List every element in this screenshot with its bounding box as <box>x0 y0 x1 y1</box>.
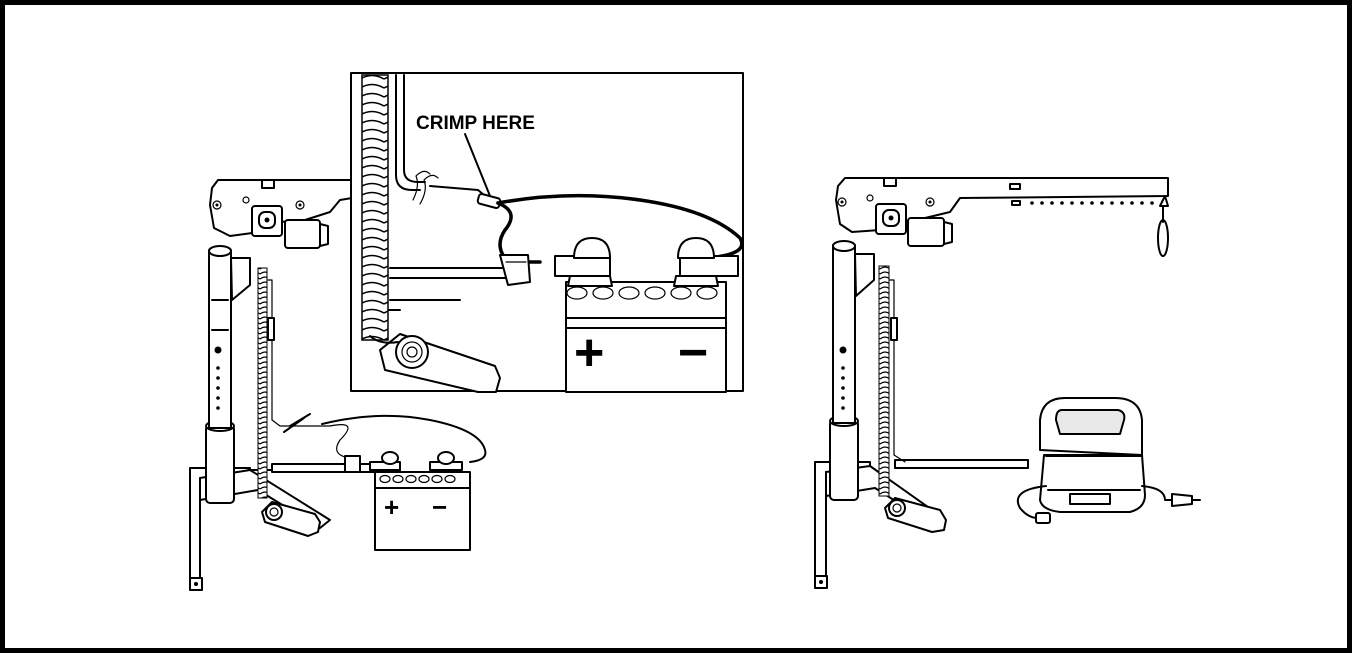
arm-holes <box>1030 201 1154 205</box>
battery-small-positive: + <box>384 492 399 522</box>
detail-inset: + − CRIMP HERE <box>350 72 744 393</box>
left-lift-assembly: + − <box>189 179 487 591</box>
battery-small-negative: − <box>432 492 447 522</box>
battery-large-negative: − <box>678 324 708 382</box>
right-lift-assembly <box>814 177 1201 589</box>
battery-large-positive: + <box>574 324 604 382</box>
crimp-here-label: CRIMP HERE <box>416 113 535 134</box>
coiled-cable <box>361 74 389 341</box>
